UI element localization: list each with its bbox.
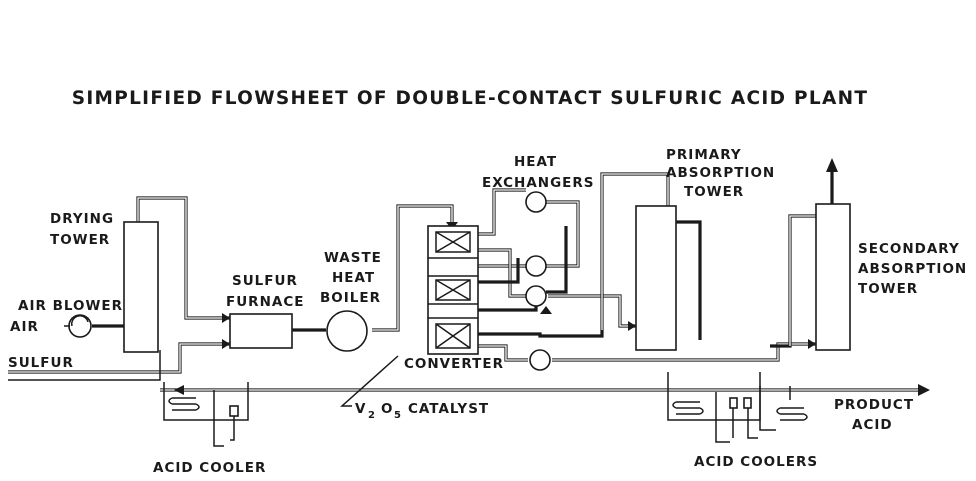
label-secondary-absorption-1: SECONDARY [858,241,960,257]
catalyst-o: O [381,401,393,417]
label-heat-exchangers-2: EXCHANGERS [482,175,595,191]
process-pipes [8,172,920,392]
catalyst-v: V [355,401,366,417]
label-primary-absorption-1: PRIMARY [666,147,742,163]
sulfur-furnace [229,313,293,349]
catalyst-sub-2: 2 [368,410,376,421]
acid-cooler-left [163,382,249,447]
label-waste-heat-boiler-1: WASTE [324,250,382,266]
label-drying-tower-2: TOWER [50,232,110,248]
diagram-title: SIMPLIFIED FLOWSHEET OF DOUBLE-CONTACT S… [72,88,869,109]
label-sulfur-furnace-1: SULFUR [232,273,298,289]
label-secondary-absorption-2: ABSORPTION [858,261,967,277]
waste-heat-boiler [326,310,368,352]
converter [427,225,479,355]
catalyst-pointer [340,355,399,407]
label-product-acid-1: PRODUCT [834,397,914,413]
label-primary-absorption-3: TOWER [684,184,744,200]
label-primary-absorption-2: ABSORPTION [666,165,775,181]
heat-exchangers [525,191,551,371]
label-sulfur-furnace-2: FURNACE [226,294,304,310]
drying-tower [123,221,159,353]
label-waste-heat-boiler-2: HEAT [332,270,375,286]
label-heat-exchangers-1: HEAT [514,154,557,170]
label-product-acid-2: ACID [852,417,893,433]
acid-coolers-right [667,372,808,443]
label-secondary-absorption-3: TOWER [858,281,918,297]
primary-absorption-tower [635,205,677,351]
label-converter: CONVERTER [404,356,504,372]
catalyst-text: CATALYST [408,401,489,417]
label-waste-heat-boiler-3: BOILER [320,290,381,306]
equipment-labels: DRYING TOWER AIR BLOWER AIR SULFUR SULFU… [8,147,967,476]
label-air: AIR [10,319,39,335]
label-sulfur: SULFUR [8,355,74,371]
label-acid-cooler: ACID COOLER [153,460,266,476]
label-air-blower: AIR BLOWER [18,298,123,314]
catalyst-sub-5: 5 [394,410,402,421]
label-drying-tower-1: DRYING [50,211,114,227]
label-catalyst: V 2 O 5 CATALYST [355,401,489,421]
air-blower [64,314,92,338]
secondary-absorption-tower [815,203,851,351]
label-acid-coolers: ACID COOLERS [694,454,818,470]
